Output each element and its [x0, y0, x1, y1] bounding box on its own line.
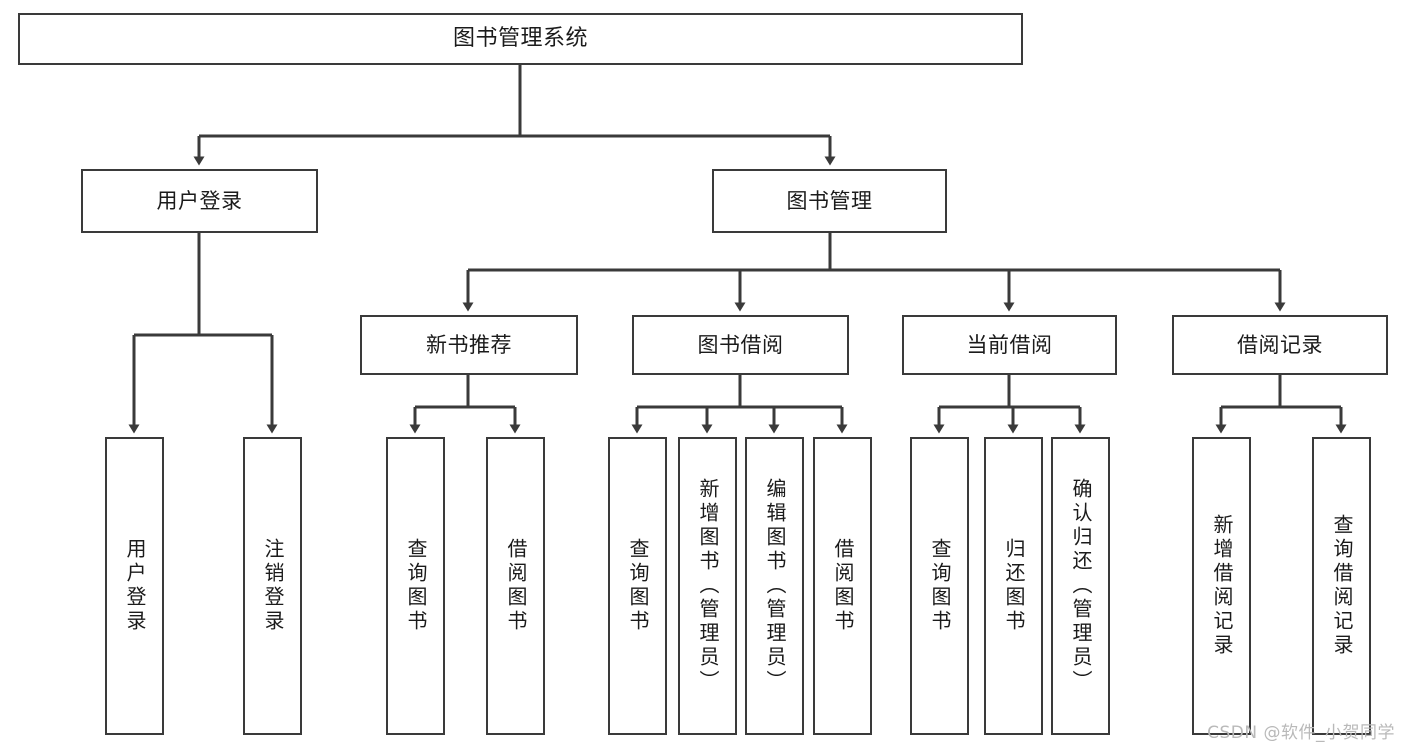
node-leaf-borrow-book-rec[interactable]: 借阅图书 [486, 437, 545, 735]
node-leaf-confirm-return[interactable]: 确认归还（管理员） [1051, 437, 1110, 735]
node-leaf-edit-book-label: 编辑图书（管理员） [763, 478, 787, 694]
node-user-login-label: 用户登录 [156, 188, 243, 213]
node-borrow-record[interactable]: 借阅记录 [1172, 315, 1388, 375]
node-leaf-query-book-rec[interactable]: 查询图书 [386, 437, 445, 735]
node-leaf-add-book-label: 新增图书（管理员） [696, 478, 720, 694]
node-leaf-borrow-book-label: 借阅图书 [831, 538, 855, 634]
node-root[interactable]: 图书管理系统 [18, 13, 1023, 65]
node-leaf-user-logout-label: 注销登录 [261, 538, 285, 634]
node-current-borrow-label: 当前借阅 [966, 332, 1053, 357]
node-leaf-borrow-book-rec-label: 借阅图书 [504, 538, 528, 634]
node-leaf-user-login-label: 用户登录 [123, 538, 147, 634]
watermark: CSDN @软件_小贺同学 [1207, 723, 1395, 743]
node-leaf-return-book-label: 归还图书 [1002, 538, 1026, 634]
node-leaf-query-book-cur[interactable]: 查询图书 [910, 437, 969, 735]
node-leaf-query-record[interactable]: 查询借阅记录 [1312, 437, 1371, 735]
node-user-login[interactable]: 用户登录 [81, 169, 318, 233]
node-leaf-user-login[interactable]: 用户登录 [105, 437, 164, 735]
node-leaf-return-book[interactable]: 归还图书 [984, 437, 1043, 735]
node-leaf-query-record-label: 查询借阅记录 [1330, 514, 1354, 658]
node-leaf-add-record-label: 新增借阅记录 [1210, 514, 1234, 658]
node-leaf-add-book[interactable]: 新增图书（管理员） [678, 437, 737, 735]
node-leaf-query-book-cur-label: 查询图书 [928, 538, 952, 634]
node-leaf-add-record[interactable]: 新增借阅记录 [1192, 437, 1251, 735]
node-new-book-rec-label: 新书推荐 [426, 332, 512, 357]
node-leaf-query-book-borrow-label: 查询图书 [626, 538, 650, 634]
node-leaf-query-book-borrow[interactable]: 查询图书 [608, 437, 667, 735]
node-book-manage-label: 图书管理 [786, 188, 873, 213]
node-leaf-user-logout[interactable]: 注销登录 [243, 437, 302, 735]
node-leaf-query-book-rec-label: 查询图书 [404, 538, 428, 634]
node-book-borrow[interactable]: 图书借阅 [632, 315, 849, 375]
node-leaf-confirm-return-label: 确认归还（管理员） [1069, 478, 1093, 694]
node-leaf-borrow-book[interactable]: 借阅图书 [813, 437, 872, 735]
node-book-manage[interactable]: 图书管理 [712, 169, 947, 233]
node-current-borrow[interactable]: 当前借阅 [902, 315, 1117, 375]
node-new-book-rec[interactable]: 新书推荐 [360, 315, 578, 375]
node-borrow-record-label: 借阅记录 [1237, 332, 1323, 357]
node-leaf-edit-book[interactable]: 编辑图书（管理员） [745, 437, 804, 735]
node-book-borrow-label: 图书借阅 [697, 332, 784, 357]
node-root-label: 图书管理系统 [452, 26, 588, 52]
